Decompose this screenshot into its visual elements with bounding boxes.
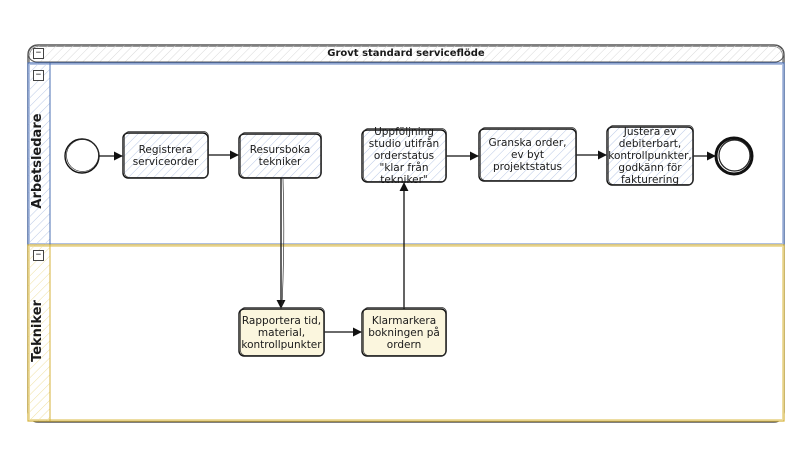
sequence-flows [99,150,716,337]
task-shapes [122,125,694,357]
task-rapportera[interactable] [238,307,325,357]
task-klarmarkera[interactable] [361,307,447,357]
lane-tekniker-collapse-toggle[interactable]: − [33,250,44,261]
pool-collapse-toggle[interactable]: − [33,48,44,59]
task-label-resursboka: Resursboka tekniker [249,144,311,168]
task-label-registrera: Registrera serviceorder [132,143,199,168]
task-label-rapportera: Rapportera tid, material, kontrollpunkte… [241,314,322,351]
task-justera[interactable] [606,125,694,186]
start-event[interactable] [64,138,100,174]
task-uppfoljning[interactable] [361,128,447,183]
task-label-justera: Justera ev debiterbart, kontrollpunkter,… [608,126,692,186]
end-event[interactable] [714,136,754,176]
task-registrera[interactable] [122,131,209,179]
task-granska[interactable] [478,127,577,182]
task-label-granska: Granska order, ev byt projektstatus [488,137,567,173]
task-label-klarmarkera: Klarmarkera bokningen på ordern [368,314,440,351]
lane-title-arbetsledare: Arbetsledare [30,113,45,209]
flow-sketch-stroke [281,178,285,307]
lane-arbetsledare-collapse-toggle[interactable]: − [33,70,44,81]
task-resursboka[interactable] [238,132,322,179]
lane-title-tekniker: Tekniker [30,300,45,362]
pool-title: Grovt standard serviceflöde [327,48,485,59]
task-label-uppfoljning: Uppföljning studio utifrån orderstatus "… [368,126,440,186]
